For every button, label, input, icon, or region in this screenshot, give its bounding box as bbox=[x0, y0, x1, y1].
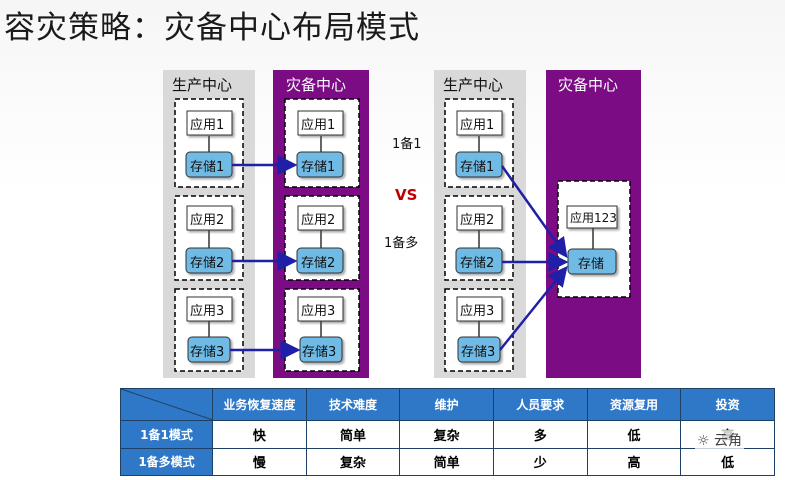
table-cell: 快 bbox=[212, 420, 307, 449]
table-corner-cell bbox=[120, 388, 213, 421]
right-prod-app-box-1 bbox=[456, 110, 503, 136]
right-dr-store: 存储 bbox=[578, 257, 605, 272]
right-prod-store-3: 存储3 bbox=[461, 345, 496, 360]
left-prod-app-2: 应用2 bbox=[190, 213, 225, 228]
right-prod-store-1: 存储1 bbox=[460, 160, 495, 175]
left-prod-app-box-1 bbox=[186, 110, 233, 136]
right-prod-app-box-2 bbox=[456, 205, 503, 231]
left-dr-store-2: 存储2 bbox=[301, 256, 336, 271]
right-prod-app-1: 应用1 bbox=[460, 118, 495, 133]
table-row-label: 1备1模式 bbox=[120, 420, 213, 449]
dr-layout-diagram bbox=[163, 70, 641, 378]
left-dr-app-1: 应用1 bbox=[301, 118, 336, 133]
left-dr-label: 灾备中心 bbox=[286, 76, 347, 94]
left-prod-store-3: 存储3 bbox=[190, 345, 225, 360]
right-prod-store-box-2 bbox=[455, 247, 503, 274]
table-cell: 高 bbox=[586, 447, 682, 476]
table-cell: 慢 bbox=[212, 447, 307, 476]
left-dr-app-box-3 bbox=[297, 296, 344, 322]
left-prod-app-3: 应用3 bbox=[190, 304, 225, 319]
mode-one-to-one: 1备1 bbox=[392, 137, 422, 152]
watermark-text: 云角 bbox=[714, 433, 743, 449]
right-dr-group bbox=[557, 180, 631, 298]
left-prod-store-2: 存储2 bbox=[190, 256, 225, 271]
table-header-row: 业务恢复速度 技术难度 维护 人员要求 资源复用 投资 bbox=[120, 388, 775, 421]
table-cell: 简单 bbox=[399, 447, 494, 476]
right-prod-label: 生产中心 bbox=[443, 76, 504, 94]
table-row: 1备多模式 慢 复杂 简单 少 高 低 bbox=[120, 447, 775, 476]
left-dr-store-3: 存储3 bbox=[302, 345, 337, 360]
left-prod-store-1: 存储1 bbox=[190, 160, 225, 175]
left-prod-label: 生产中心 bbox=[172, 76, 233, 94]
table-header-cell: 资源复用 bbox=[586, 388, 682, 421]
right-prod-store-2: 存储2 bbox=[460, 256, 495, 271]
page-title: 容灾策略：灾备中心布局模式 bbox=[4, 10, 420, 46]
right-prod-store-box-1 bbox=[455, 151, 503, 178]
chat-bubble-icon: ☼ bbox=[697, 433, 710, 449]
right-prod-app-3: 应用3 bbox=[460, 304, 495, 319]
right-replication-arrow-1 bbox=[500, 165, 568, 259]
mode-one-to-many: 1备多 bbox=[384, 236, 419, 251]
right-dr-app-box bbox=[566, 205, 618, 229]
left-dr-app-2: 应用2 bbox=[301, 213, 336, 228]
left-prod-app-box-3 bbox=[186, 296, 233, 322]
table-row: 1备1模式 快 简单 复杂 多 低 高 bbox=[120, 420, 775, 449]
table-cell: 复杂 bbox=[399, 420, 494, 449]
left-dr-app-box-2 bbox=[297, 205, 344, 231]
table-cell: 简单 bbox=[305, 420, 401, 449]
table-header-cell: 投资 bbox=[680, 388, 775, 421]
right-replication-arrow-3 bbox=[499, 266, 568, 351]
table-row-label: 1备多模式 bbox=[120, 447, 213, 476]
table-header-cell: 技术难度 bbox=[305, 388, 401, 421]
table-cell: 复杂 bbox=[305, 447, 401, 476]
table-cell: 多 bbox=[492, 420, 588, 449]
table-cell: 低 bbox=[680, 447, 775, 476]
comparison-table: 业务恢复速度 技术难度 维护 人员要求 资源复用 投资 1备1模式 快 简单 复… bbox=[120, 388, 775, 476]
right-dr-label: 灾备中心 bbox=[558, 76, 619, 94]
table-cell: 少 bbox=[492, 447, 588, 476]
left-dr-store-1: 存储1 bbox=[301, 160, 336, 175]
diagonal-divider bbox=[121, 389, 213, 420]
table-header-cell: 维护 bbox=[399, 388, 494, 421]
table-header-cell: 人员要求 bbox=[492, 388, 588, 421]
left-prod-app-1: 应用1 bbox=[190, 118, 225, 133]
table-cell: 低 bbox=[586, 420, 682, 449]
right-prod-app-2: 应用2 bbox=[460, 213, 495, 228]
left-dr-app-box-1 bbox=[297, 110, 344, 136]
table-header-cell: 业务恢复速度 bbox=[212, 388, 307, 421]
vs-label: VS bbox=[395, 186, 418, 204]
right-dr-app: 应用123 bbox=[570, 211, 617, 225]
watermark: ☼ 云角 bbox=[695, 430, 745, 450]
left-prod-app-box-2 bbox=[186, 205, 233, 231]
left-dr-app-3: 应用3 bbox=[301, 304, 336, 319]
right-prod-app-box-3 bbox=[456, 296, 503, 322]
